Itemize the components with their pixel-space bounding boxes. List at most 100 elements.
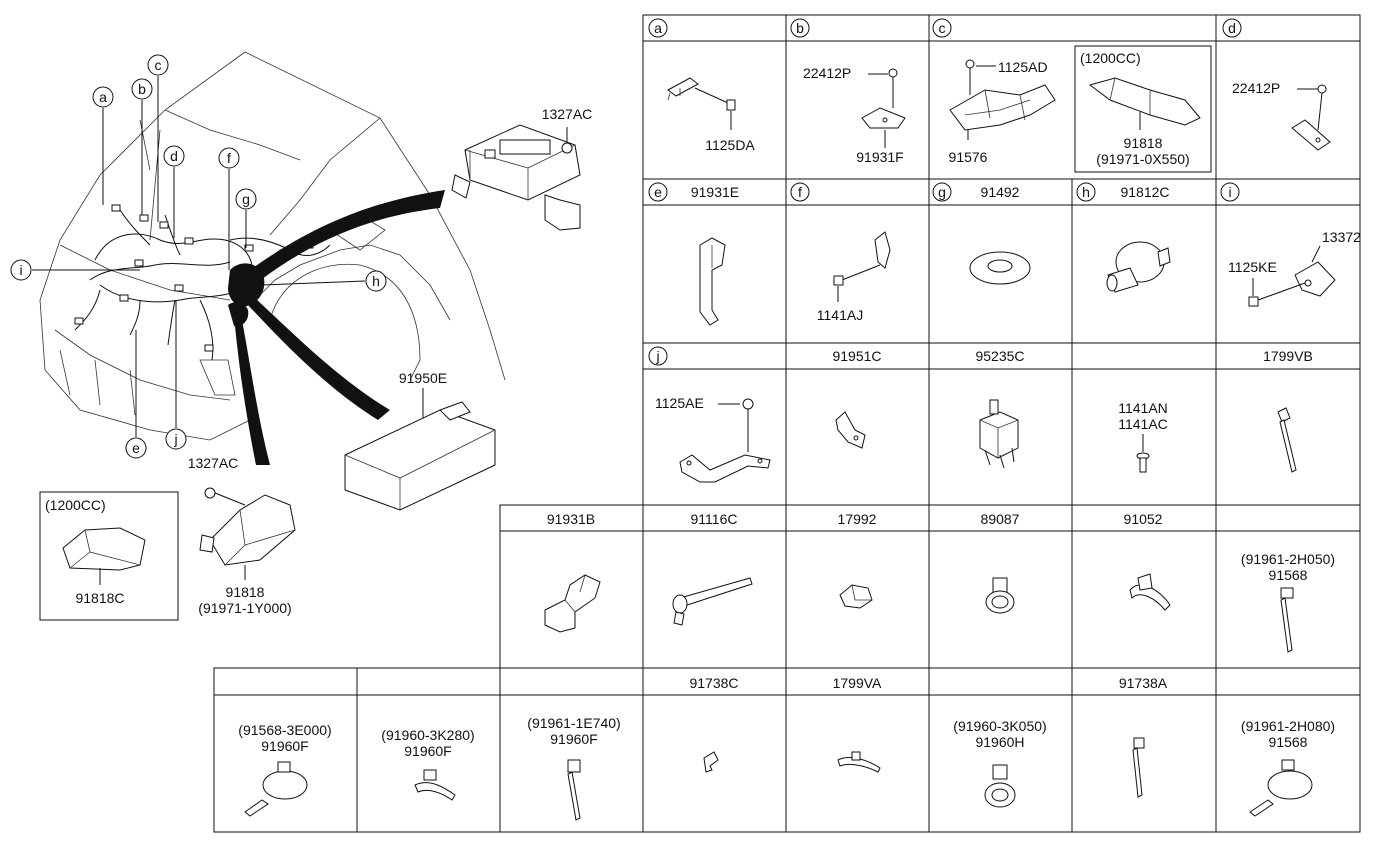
part-91960-3K050: (91960-3K050) bbox=[953, 718, 1046, 734]
cell-d: d 22412P bbox=[1222, 18, 1331, 151]
svg-text:h: h bbox=[1082, 184, 1090, 200]
part-91931F: 91931F bbox=[856, 149, 903, 165]
bracket-drawing: 1327AC 91818 (91971-1Y000) bbox=[188, 455, 296, 616]
svg-text:91951C: 91951C bbox=[832, 348, 881, 364]
cell-r5c2: (91960-3K280) 91960F bbox=[381, 727, 475, 801]
vehicle-illustration bbox=[39, 51, 506, 465]
svg-text:i: i bbox=[19, 262, 22, 278]
callout-c: c bbox=[147, 54, 169, 222]
svg-text:j: j bbox=[655, 348, 659, 364]
part-91960F-2: 91960F bbox=[404, 743, 451, 759]
part-91961-2H050: (91961-2H050) bbox=[1241, 551, 1335, 567]
callout-b: b bbox=[131, 78, 153, 215]
part-22412P-d: 22412P bbox=[1232, 80, 1280, 96]
svg-text:c: c bbox=[155, 57, 162, 73]
callout-e: e bbox=[125, 330, 147, 459]
callout-a: a bbox=[92, 86, 114, 205]
part-91961-2H080: (91961-2H080) bbox=[1241, 718, 1335, 734]
cell-r4c5-drawing bbox=[1129, 573, 1171, 611]
cell-r4c4-drawing bbox=[985, 577, 1015, 614]
callouts: a b c d f g h i e j bbox=[10, 54, 387, 459]
part-91960H: 91960H bbox=[975, 734, 1024, 750]
callout-i: i bbox=[10, 259, 140, 281]
cell-r5c3: (91961-1E740) 91960F bbox=[527, 715, 621, 821]
inset-part-label: 91818C bbox=[75, 590, 124, 606]
label-junction-box: 91950E bbox=[399, 370, 447, 386]
svg-text:17992: 17992 bbox=[838, 511, 877, 527]
cell-f: 1141AJ bbox=[817, 231, 891, 323]
svg-text:91738A: 91738A bbox=[1119, 675, 1168, 691]
svg-text:f: f bbox=[227, 150, 231, 166]
part-91568-r4: 91568 bbox=[1269, 567, 1308, 583]
callout-j: j bbox=[165, 300, 187, 450]
cell-r4c2-drawing bbox=[672, 577, 753, 626]
label-bracket-nut: 1327AC bbox=[188, 455, 239, 471]
part-1125KE: 1125KE bbox=[1228, 259, 1277, 275]
row4-headers: 91931B 91116C 17992 89087 91052 bbox=[547, 511, 1163, 527]
cell-r3c3-drawing bbox=[979, 399, 1019, 469]
part-1141AC: 1141AC bbox=[1118, 416, 1168, 432]
svg-text:g: g bbox=[242, 191, 250, 207]
cell-i: 13372 1125KE bbox=[1228, 229, 1361, 307]
svg-text:91738C: 91738C bbox=[689, 675, 738, 691]
row2-headers: e 91931E f g 91492 h 91812C i bbox=[648, 182, 1240, 202]
row5-headers: 91738C 1799VA 91738A bbox=[689, 675, 1167, 691]
svg-text:91931E: 91931E bbox=[691, 184, 739, 200]
cell-r3c2-drawing bbox=[835, 411, 866, 449]
inset-1200cc: (1200CC) 91818C bbox=[39, 491, 179, 621]
callout-h: h bbox=[261, 270, 387, 292]
cell-r5c4-drawing bbox=[703, 751, 719, 773]
cell-r5c6: (91960-3K050) 91960H bbox=[953, 718, 1047, 808]
label-fuse-box-nut: 1327AC bbox=[542, 106, 593, 122]
cell-r5c5-drawing bbox=[837, 751, 881, 773]
part-1125AD: 1125AD bbox=[998, 59, 1048, 75]
svg-text:d: d bbox=[170, 148, 178, 164]
cell-r3c4: 1141AN 1141AC bbox=[1118, 400, 1168, 473]
part-91568-3E000: (91568-3E000) bbox=[238, 722, 331, 738]
parts-grid bbox=[213, 14, 1361, 833]
fuse-box-drawing: 1327AC bbox=[451, 106, 593, 231]
cell-g-drawing bbox=[969, 251, 1031, 285]
callout-d: d bbox=[163, 145, 185, 238]
part-91576: 91576 bbox=[949, 149, 988, 165]
svg-text:91116C: 91116C bbox=[691, 511, 738, 527]
part-1125DA: 1125DA bbox=[705, 137, 755, 153]
svg-text:a: a bbox=[654, 20, 662, 36]
part-22412P-b: 22412P bbox=[803, 65, 851, 81]
part-1141AN: 1141AN bbox=[1118, 400, 1168, 416]
svg-text:91812C: 91812C bbox=[1120, 184, 1169, 200]
svg-text:h: h bbox=[372, 273, 380, 289]
part-13372: 13372 bbox=[1322, 229, 1361, 245]
svg-text:b: b bbox=[796, 20, 804, 36]
part-91961-1E740: (91961-1E740) bbox=[527, 715, 620, 731]
svg-text:g: g bbox=[938, 184, 946, 200]
part-91971-0X550: (91971-0X550) bbox=[1096, 151, 1189, 167]
row3-headers: j 91951C 95235C 1799VB bbox=[648, 346, 1313, 366]
part-91960F-1: 91960F bbox=[261, 738, 308, 754]
svg-text:91931B: 91931B bbox=[547, 511, 595, 527]
junction-box-drawing: 91950E bbox=[344, 370, 496, 511]
cell-h-drawing bbox=[1106, 241, 1171, 293]
svg-text:j: j bbox=[173, 431, 177, 447]
cell-b: b 22412P 91931F bbox=[790, 18, 906, 165]
svg-text:91492: 91492 bbox=[981, 184, 1020, 200]
svg-text:d: d bbox=[1228, 20, 1236, 36]
cell-r4c6: (91961-2H050) 91568 bbox=[1241, 551, 1335, 653]
svg-text:c: c bbox=[939, 20, 946, 36]
cell-j: 1125AE bbox=[655, 395, 771, 483]
cell-r5c8: (91961-2H080) 91568 bbox=[1241, 718, 1335, 817]
cell-a: a 1125DA bbox=[648, 18, 755, 153]
svg-text:95235C: 95235C bbox=[975, 348, 1024, 364]
svg-text:89087: 89087 bbox=[981, 511, 1020, 527]
cell-r5c7-drawing bbox=[1132, 737, 1145, 798]
part-1141AJ: 1141AJ bbox=[817, 307, 863, 323]
label-bracket-part: 91818 bbox=[226, 584, 265, 600]
svg-text:1799VA: 1799VA bbox=[833, 675, 882, 691]
svg-text:b: b bbox=[138, 81, 146, 97]
part-1125AE: 1125AE bbox=[655, 395, 704, 411]
svg-text:f: f bbox=[798, 184, 802, 200]
svg-text:91052: 91052 bbox=[1124, 511, 1163, 527]
cell-r4c3-drawing bbox=[839, 584, 873, 609]
cell-r5c1: (91568-3E000) 91960F bbox=[238, 722, 332, 817]
part-91960F-3: 91960F bbox=[550, 731, 597, 747]
